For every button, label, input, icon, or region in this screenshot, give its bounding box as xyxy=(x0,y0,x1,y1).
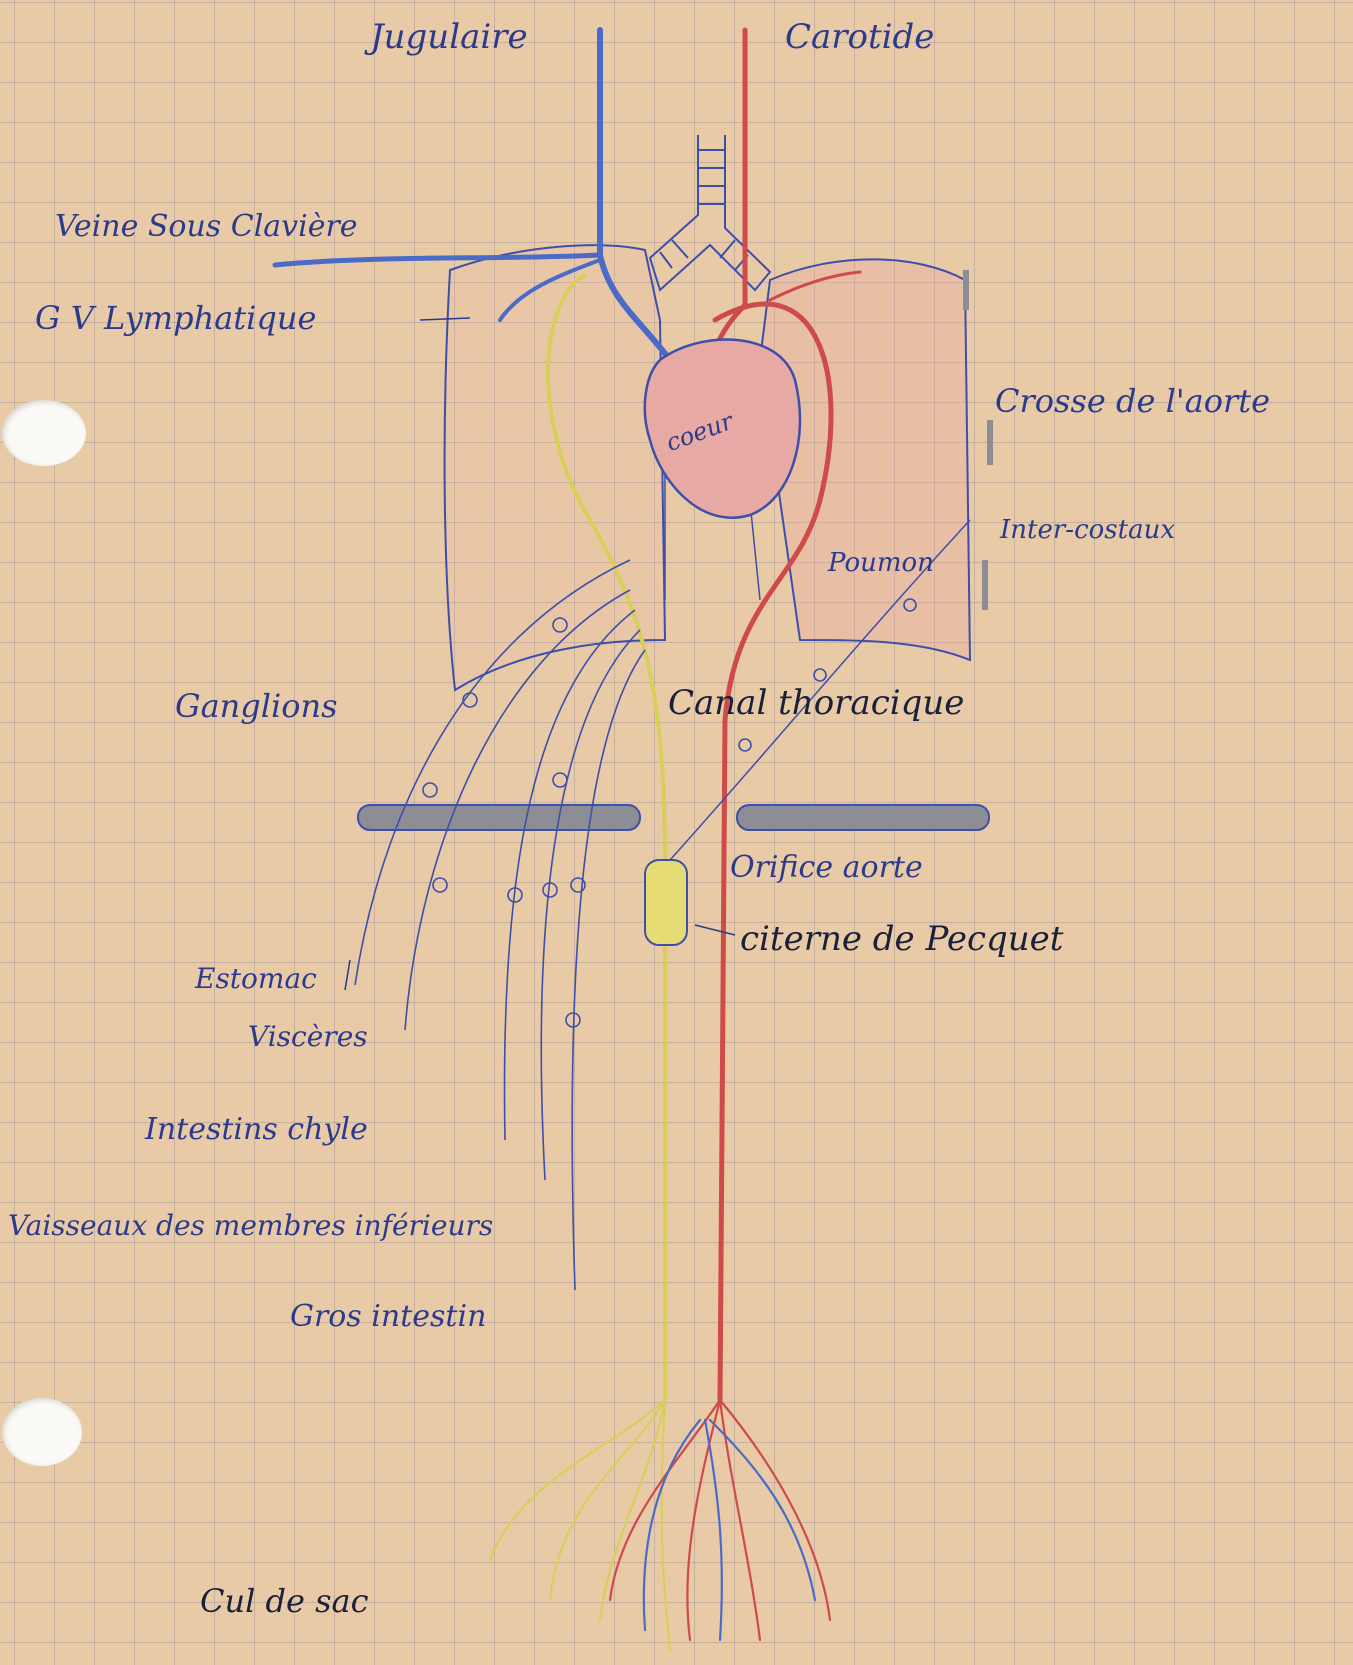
label-gv-lymphatique: G V Lymphatique xyxy=(35,302,316,334)
lower-branches xyxy=(490,1400,830,1650)
label-citerne-pecquet: citerne de Pecquet xyxy=(740,922,1063,956)
label-estomac: Estomac xyxy=(195,965,317,993)
label-orifice-aorte: Orifice aorte xyxy=(730,853,923,883)
label-inter-costaux: Inter-costaux xyxy=(1000,517,1175,543)
label-intestins-chyle: Intestins chyle xyxy=(145,1115,368,1145)
label-visceres: Viscères xyxy=(248,1023,368,1051)
diaphragm xyxy=(358,805,989,830)
label-gros-intestin: Gros intestin xyxy=(290,1302,486,1332)
label-cul-de-sac: Cul de sac xyxy=(200,1585,369,1617)
label-canal-thoracique: Canal thoracique xyxy=(668,686,964,720)
label-crosse-aorte: Crosse de l'aorte xyxy=(995,385,1270,417)
label-poumon: Poumon xyxy=(828,550,934,576)
carotid-artery xyxy=(712,30,745,390)
trachea xyxy=(650,135,770,290)
label-ganglions: Ganglions xyxy=(175,690,338,722)
label-vaisseaux-membres: Vaisseaux des membres inférieurs xyxy=(8,1212,493,1240)
label-veine-sous-claviere: Veine Sous Clavière xyxy=(55,212,358,242)
label-jugulaire: Jugulaire xyxy=(370,20,528,54)
label-carotide: Carotide xyxy=(785,20,934,54)
